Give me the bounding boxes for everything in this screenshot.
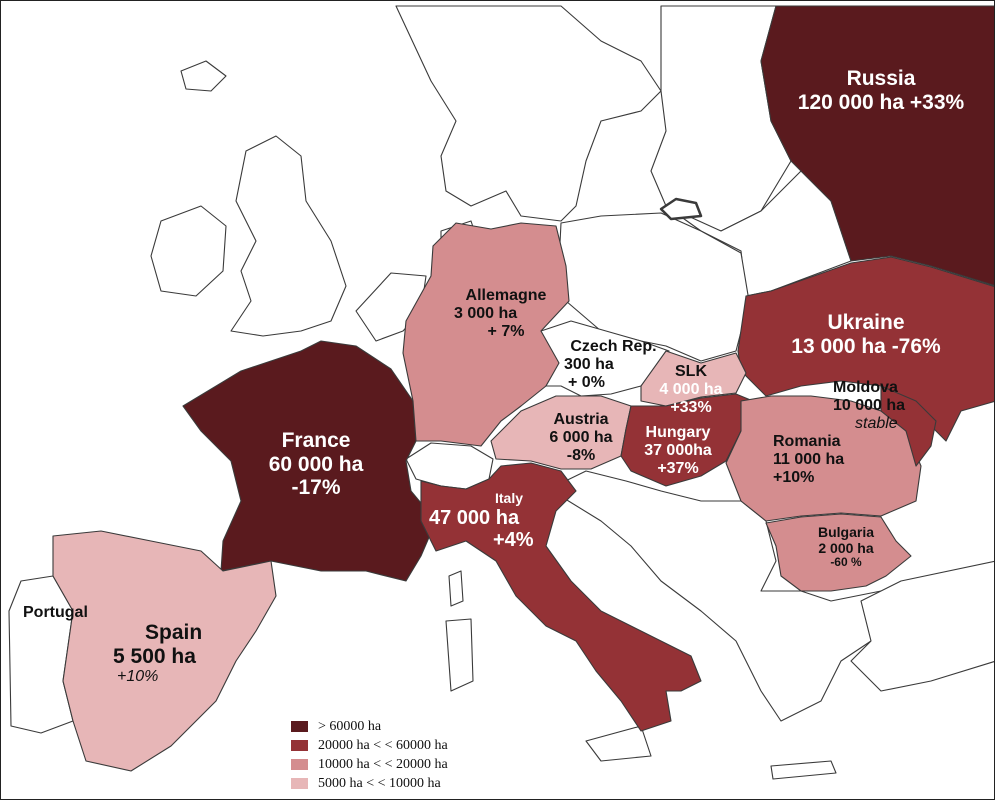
map-legend: > 60000 ha 20000 ha < < 60000 ha 10000 h… — [291, 717, 448, 793]
sicily — [585, 725, 652, 762]
legend-label: 5000 ha < < 10000 ha — [318, 775, 441, 791]
germany-name: Allemagne — [465, 287, 547, 304]
bulgaria-area: 2 000 ha — [818, 539, 874, 556]
legend-row: > 60000 ha — [291, 717, 448, 736]
label-germany: Allemagne 3 000 ha + 7% — [446, 287, 566, 341]
turkey — [850, 560, 994, 692]
label-italy: Italy 47 000 ha +4% — [429, 490, 569, 552]
legend-label: > 60000 ha — [318, 718, 382, 734]
label-moldova: Moldova 10 000 ha stable — [833, 379, 938, 433]
ireland — [150, 205, 227, 297]
legend-label: 20000 ha < < 60000 ha — [318, 737, 448, 753]
czech-area: 300 ha — [564, 355, 614, 373]
label-slovakia: SLK 4 000 ha +33% — [646, 363, 736, 417]
label-bulgaria: Bulgaria 2 000 ha -60 % — [801, 524, 891, 570]
label-austria: Austria 6 000 ha -8% — [536, 411, 626, 465]
romania-area: 11 000 ha — [773, 450, 845, 468]
hungary-change: +37% — [657, 459, 699, 477]
spain-area: 5 500 ha — [113, 644, 196, 668]
label-france: France 60 000 ha -17% — [256, 429, 376, 500]
sardinia — [445, 618, 474, 692]
russia-change: +33% — [909, 90, 965, 114]
bulgaria-name: Bulgaria — [817, 524, 874, 540]
italy-region — [420, 462, 702, 732]
label-russia: Russia 120 000 ha +33% — [781, 67, 981, 114]
italy-change: +4% — [493, 529, 534, 552]
label-romania: Romania 11 000 ha +10% — [773, 433, 873, 487]
italy-name: Italy — [494, 490, 523, 506]
slovakia-change: +33% — [670, 398, 712, 416]
bulgaria-change: -60 % — [830, 555, 862, 570]
slovakia-region — [640, 350, 747, 407]
moldova-change: stable — [855, 414, 898, 432]
crete — [770, 760, 837, 780]
switzerland — [405, 442, 494, 490]
label-czech: Czech Rep. 300 ha + 0% — [556, 338, 671, 392]
hungary-name: Hungary — [645, 424, 711, 441]
lake-outline — [659, 197, 703, 221]
great-britain — [230, 135, 347, 337]
romania-change: +10% — [773, 468, 815, 486]
france-change: -17% — [291, 476, 341, 500]
iceland — [180, 60, 227, 92]
legend-swatch — [291, 759, 308, 770]
russia-region — [760, 5, 994, 286]
legend-label: 10000 ha < < 20000 ha — [318, 756, 448, 772]
spain-name: Spain — [145, 621, 203, 644]
spain-change: +10% — [117, 668, 159, 686]
legend-swatch — [291, 721, 308, 732]
france-area: 60 000 ha — [268, 452, 364, 476]
italy-area: 47 000 ha — [429, 506, 520, 529]
czech-change: + 0% — [568, 373, 605, 391]
countries-layer — [52, 5, 994, 772]
moldova-region — [880, 385, 937, 467]
germany-change: + 7% — [487, 322, 525, 340]
moldova-name: Moldova — [833, 379, 898, 396]
label-portugal: Portugal — [23, 604, 88, 622]
ukraine-name: Ukraine — [827, 311, 905, 334]
label-ukraine: Ukraine 13 000 ha -76% — [761, 311, 971, 358]
portugal-name: Portugal — [23, 604, 88, 621]
label-spain: Spain 5 500 ha +10% — [113, 621, 223, 686]
spain-region — [52, 530, 277, 772]
legend-row: 10000 ha < < 20000 ha — [291, 755, 448, 774]
hungary-region — [620, 393, 754, 487]
legend-row: 5000 ha < < 10000 ha — [291, 774, 448, 793]
austria-change: -8% — [566, 446, 596, 464]
legend-swatch — [291, 778, 308, 789]
russia-area: 120 000 ha — [797, 90, 905, 114]
germany-area: 3 000 ha — [454, 304, 518, 322]
slovakia-area: 4 000 ha — [659, 380, 723, 398]
france-name: France — [281, 429, 351, 452]
romania-region — [725, 395, 922, 522]
ukraine-region — [737, 256, 994, 442]
bulgaria-region — [765, 513, 912, 592]
austria-name: Austria — [553, 411, 609, 428]
czech-name: Czech Rep. — [570, 338, 657, 355]
ukraine-change: -76% — [891, 334, 941, 358]
corsica — [448, 570, 464, 607]
slovakia-name: SLK — [675, 363, 707, 380]
russia-name: Russia — [846, 67, 916, 90]
moldova-area: 10 000 ha — [833, 396, 906, 414]
legend-row: 20000 ha < < 60000 ha — [291, 736, 448, 755]
hungary-area: 37 000ha — [644, 441, 712, 459]
label-hungary: Hungary 37 000ha +37% — [623, 424, 733, 478]
france-region — [182, 340, 437, 582]
base-land — [8, 5, 994, 780]
legend-swatch — [291, 740, 308, 751]
scandinavia — [395, 5, 662, 222]
portugal — [8, 575, 74, 734]
ukraine-area: 13 000 ha — [791, 334, 886, 358]
romania-name: Romania — [773, 433, 841, 450]
austria-area: 6 000 ha — [549, 428, 613, 446]
germany-region — [402, 222, 570, 447]
